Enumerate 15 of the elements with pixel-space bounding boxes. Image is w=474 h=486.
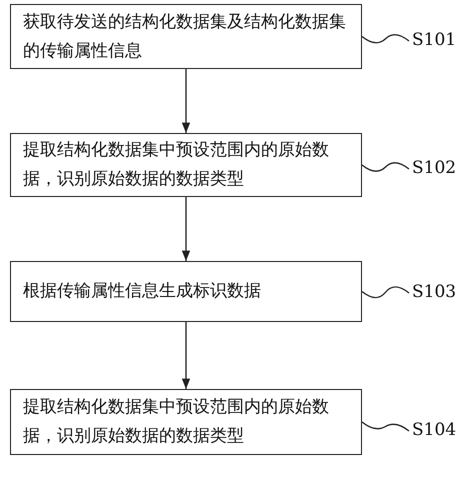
step-label: S104: [412, 420, 456, 440]
process-box: 提取结构化数据集中预设范围内的原始数据，识别原始数据的数据类型: [10, 133, 362, 197]
leader-line: [362, 162, 410, 172]
arrow: [182, 322, 190, 389]
process-box: 获取待发送的结构化数据集及结构化数据集的传输属性信息: [10, 4, 362, 69]
leader-line: [362, 421, 410, 432]
process-box: 根据传输属性信息生成标识数据: [10, 261, 362, 322]
step-label: S101: [412, 30, 456, 50]
step-label: S102: [412, 158, 456, 178]
arrow: [182, 197, 190, 261]
arrow: [182, 69, 190, 133]
process-box: 提取结构化数据集中预设范围内的原始数据，识别原始数据的数据类型: [10, 389, 362, 455]
step-label: S103: [412, 282, 456, 302]
leader-line: [362, 286, 410, 298]
leader-line: [362, 34, 410, 44]
